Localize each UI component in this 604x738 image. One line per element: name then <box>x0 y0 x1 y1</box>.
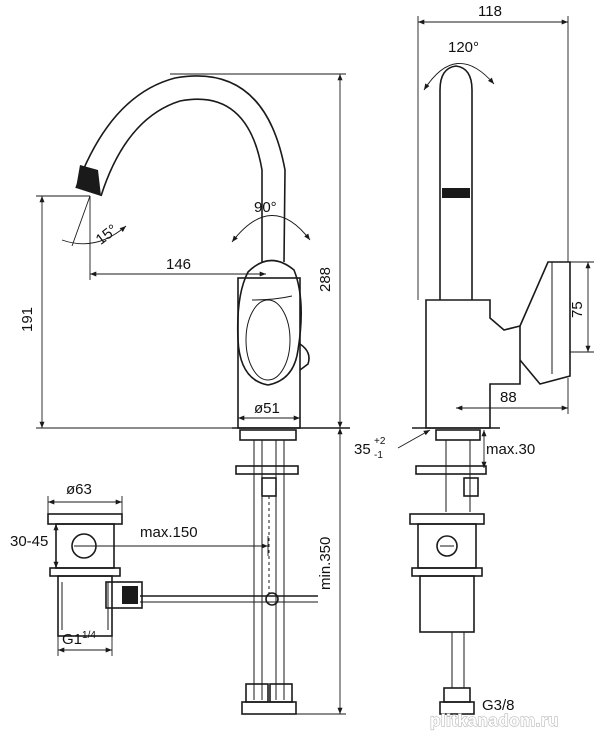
stud-nut <box>261 477 277 497</box>
label-base-diameter: ø51 <box>254 400 280 417</box>
label-deck-tol-minus: -1 <box>374 450 383 461</box>
label-waste-thread: G11/4 <box>62 630 96 648</box>
label-width-top: 118 <box>478 3 502 20</box>
waste-side-connector <box>105 581 143 609</box>
waste-flange <box>47 513 123 525</box>
label-rod-max: max.150 <box>140 524 198 541</box>
fixing-plate <box>235 465 299 475</box>
label-swivel-side: 120° <box>448 39 479 56</box>
hose-connector-right <box>269 683 293 703</box>
label-lever-height: 75 <box>569 301 586 318</box>
label-height-outlet: 191 <box>19 307 36 332</box>
lever-handle <box>236 259 302 386</box>
label-hose-min: min.350 <box>317 537 334 590</box>
label-spout-tilt: 15° <box>93 221 121 248</box>
watermark-text: plitkanadom.ru <box>430 711 559 730</box>
label-waste-diameter: ø63 <box>66 481 92 498</box>
side-lever <box>519 261 571 385</box>
label-spout-swivel: 90° <box>254 199 277 216</box>
spout-nozzle <box>76 165 101 196</box>
mount-nut <box>239 429 297 441</box>
side-spout <box>439 65 473 300</box>
front-view <box>75 75 350 715</box>
label-height-total: 288 <box>317 267 334 292</box>
label-deck-tol-plus: +2 <box>374 436 386 447</box>
rod-clamp <box>265 592 279 606</box>
side-body <box>425 299 521 429</box>
label-hose-thread: G3/8 <box>482 697 515 714</box>
waste-fitting <box>47 513 143 637</box>
label-spout-reach: 146 <box>166 256 191 273</box>
dimension-labels: 146 90° 15° 288 191 ø51 118 120° 75 88 3… <box>10 3 586 731</box>
waste-body <box>57 575 113 637</box>
spout-inner <box>100 98 263 262</box>
dimension-lines <box>36 16 594 715</box>
label-deck-max: max.30 <box>486 441 535 458</box>
side-view <box>409 65 571 715</box>
label-lever-depth: 88 <box>500 389 517 406</box>
label-waste-depth: 30-45 <box>10 533 48 550</box>
hose-connector-left <box>245 683 269 703</box>
spout-outer <box>75 75 286 263</box>
side-aerator <box>442 188 470 198</box>
label-deck-thickness: 35 <box>354 441 371 458</box>
hose-end <box>241 701 297 715</box>
